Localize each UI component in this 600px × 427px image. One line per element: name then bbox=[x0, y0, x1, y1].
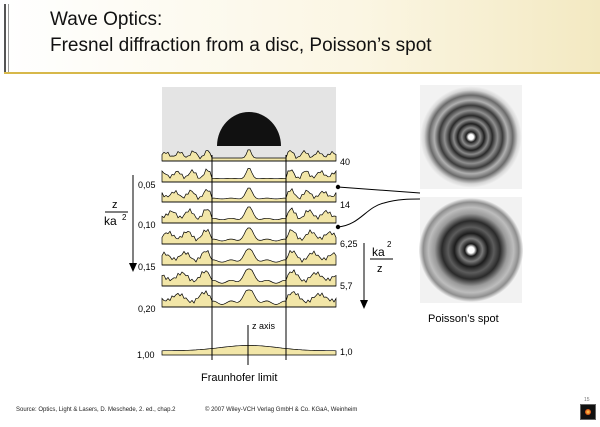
disc-obstacle bbox=[217, 112, 281, 146]
page-number: 15 bbox=[584, 397, 590, 403]
intensity-profile-5 bbox=[161, 227, 337, 245]
page-subtitle: Fresnel diffraction from a disc, Poisson… bbox=[50, 35, 432, 56]
ka-numerator-right: ka bbox=[372, 245, 385, 259]
z-value-label: 0,05 bbox=[138, 180, 156, 190]
ka-exponent-right: 2 bbox=[387, 240, 392, 249]
connector-line-bottom bbox=[337, 198, 421, 228]
z-value-label: 0,15 bbox=[138, 262, 156, 272]
fresnel-diagram: 0,05 0,10 0,15 0,20 1,00 z ka 2 40 14 6,… bbox=[104, 85, 523, 384]
z-numerator-left: z bbox=[112, 199, 118, 211]
header-underline bbox=[4, 72, 600, 74]
ka-exponent-left: 2 bbox=[122, 213, 127, 222]
publisher-logo-icon bbox=[580, 404, 596, 420]
ka2-value-label: 14 bbox=[340, 200, 350, 210]
intensity-profile-4 bbox=[161, 206, 337, 224]
poisson-spot-image bbox=[419, 198, 523, 302]
connector-dot-top bbox=[335, 184, 341, 190]
header-rule-light bbox=[8, 4, 9, 72]
copyright-notice: © 2007 Wiley-VCH Verlag GmbH & Co. KGaA,… bbox=[205, 407, 358, 413]
ka2-value-label-bottom: 1,0 bbox=[340, 347, 353, 357]
ka2-value-label: 6,25 bbox=[340, 239, 358, 249]
intensity-profile-1 bbox=[161, 149, 337, 162]
z-denominator-right: z bbox=[377, 263, 383, 275]
intensity-profile-8 bbox=[161, 289, 337, 308]
fraunhofer-profile bbox=[161, 345, 337, 356]
connector-dot-bottom bbox=[335, 224, 341, 230]
intensity-profile-3 bbox=[161, 187, 337, 203]
arrowhead-down-icon bbox=[129, 263, 137, 272]
ka-denominator-left: ka bbox=[104, 214, 117, 228]
connector-line-top bbox=[337, 186, 421, 194]
z-value-label-bottom: 1,00 bbox=[137, 350, 155, 360]
z-axis-label: z axis bbox=[252, 321, 276, 331]
diffraction-rings-image-top bbox=[420, 86, 522, 188]
arrowhead-down-icon bbox=[360, 300, 368, 309]
ka2-value-label: 40 bbox=[340, 157, 350, 167]
page-title: Wave Optics: bbox=[50, 9, 163, 30]
intensity-profiles bbox=[161, 149, 337, 356]
source-citation: Source: Optics, Light & Lasers, D. Mesch… bbox=[16, 407, 176, 413]
intensity-profile-6 bbox=[161, 248, 337, 266]
header-bar bbox=[0, 0, 600, 72]
header-rule-dark bbox=[4, 4, 6, 72]
poisson-spot-label: Poisson’s spot bbox=[428, 313, 499, 325]
z-value-label: 0,20 bbox=[138, 304, 156, 314]
ka2-value-label: 5,7 bbox=[340, 281, 353, 291]
fraunhofer-limit-label: Fraunhofer limit bbox=[201, 372, 277, 384]
z-value-label: 0,10 bbox=[138, 220, 156, 230]
intensity-profile-7 bbox=[161, 268, 337, 287]
intensity-profile-2 bbox=[161, 168, 337, 183]
